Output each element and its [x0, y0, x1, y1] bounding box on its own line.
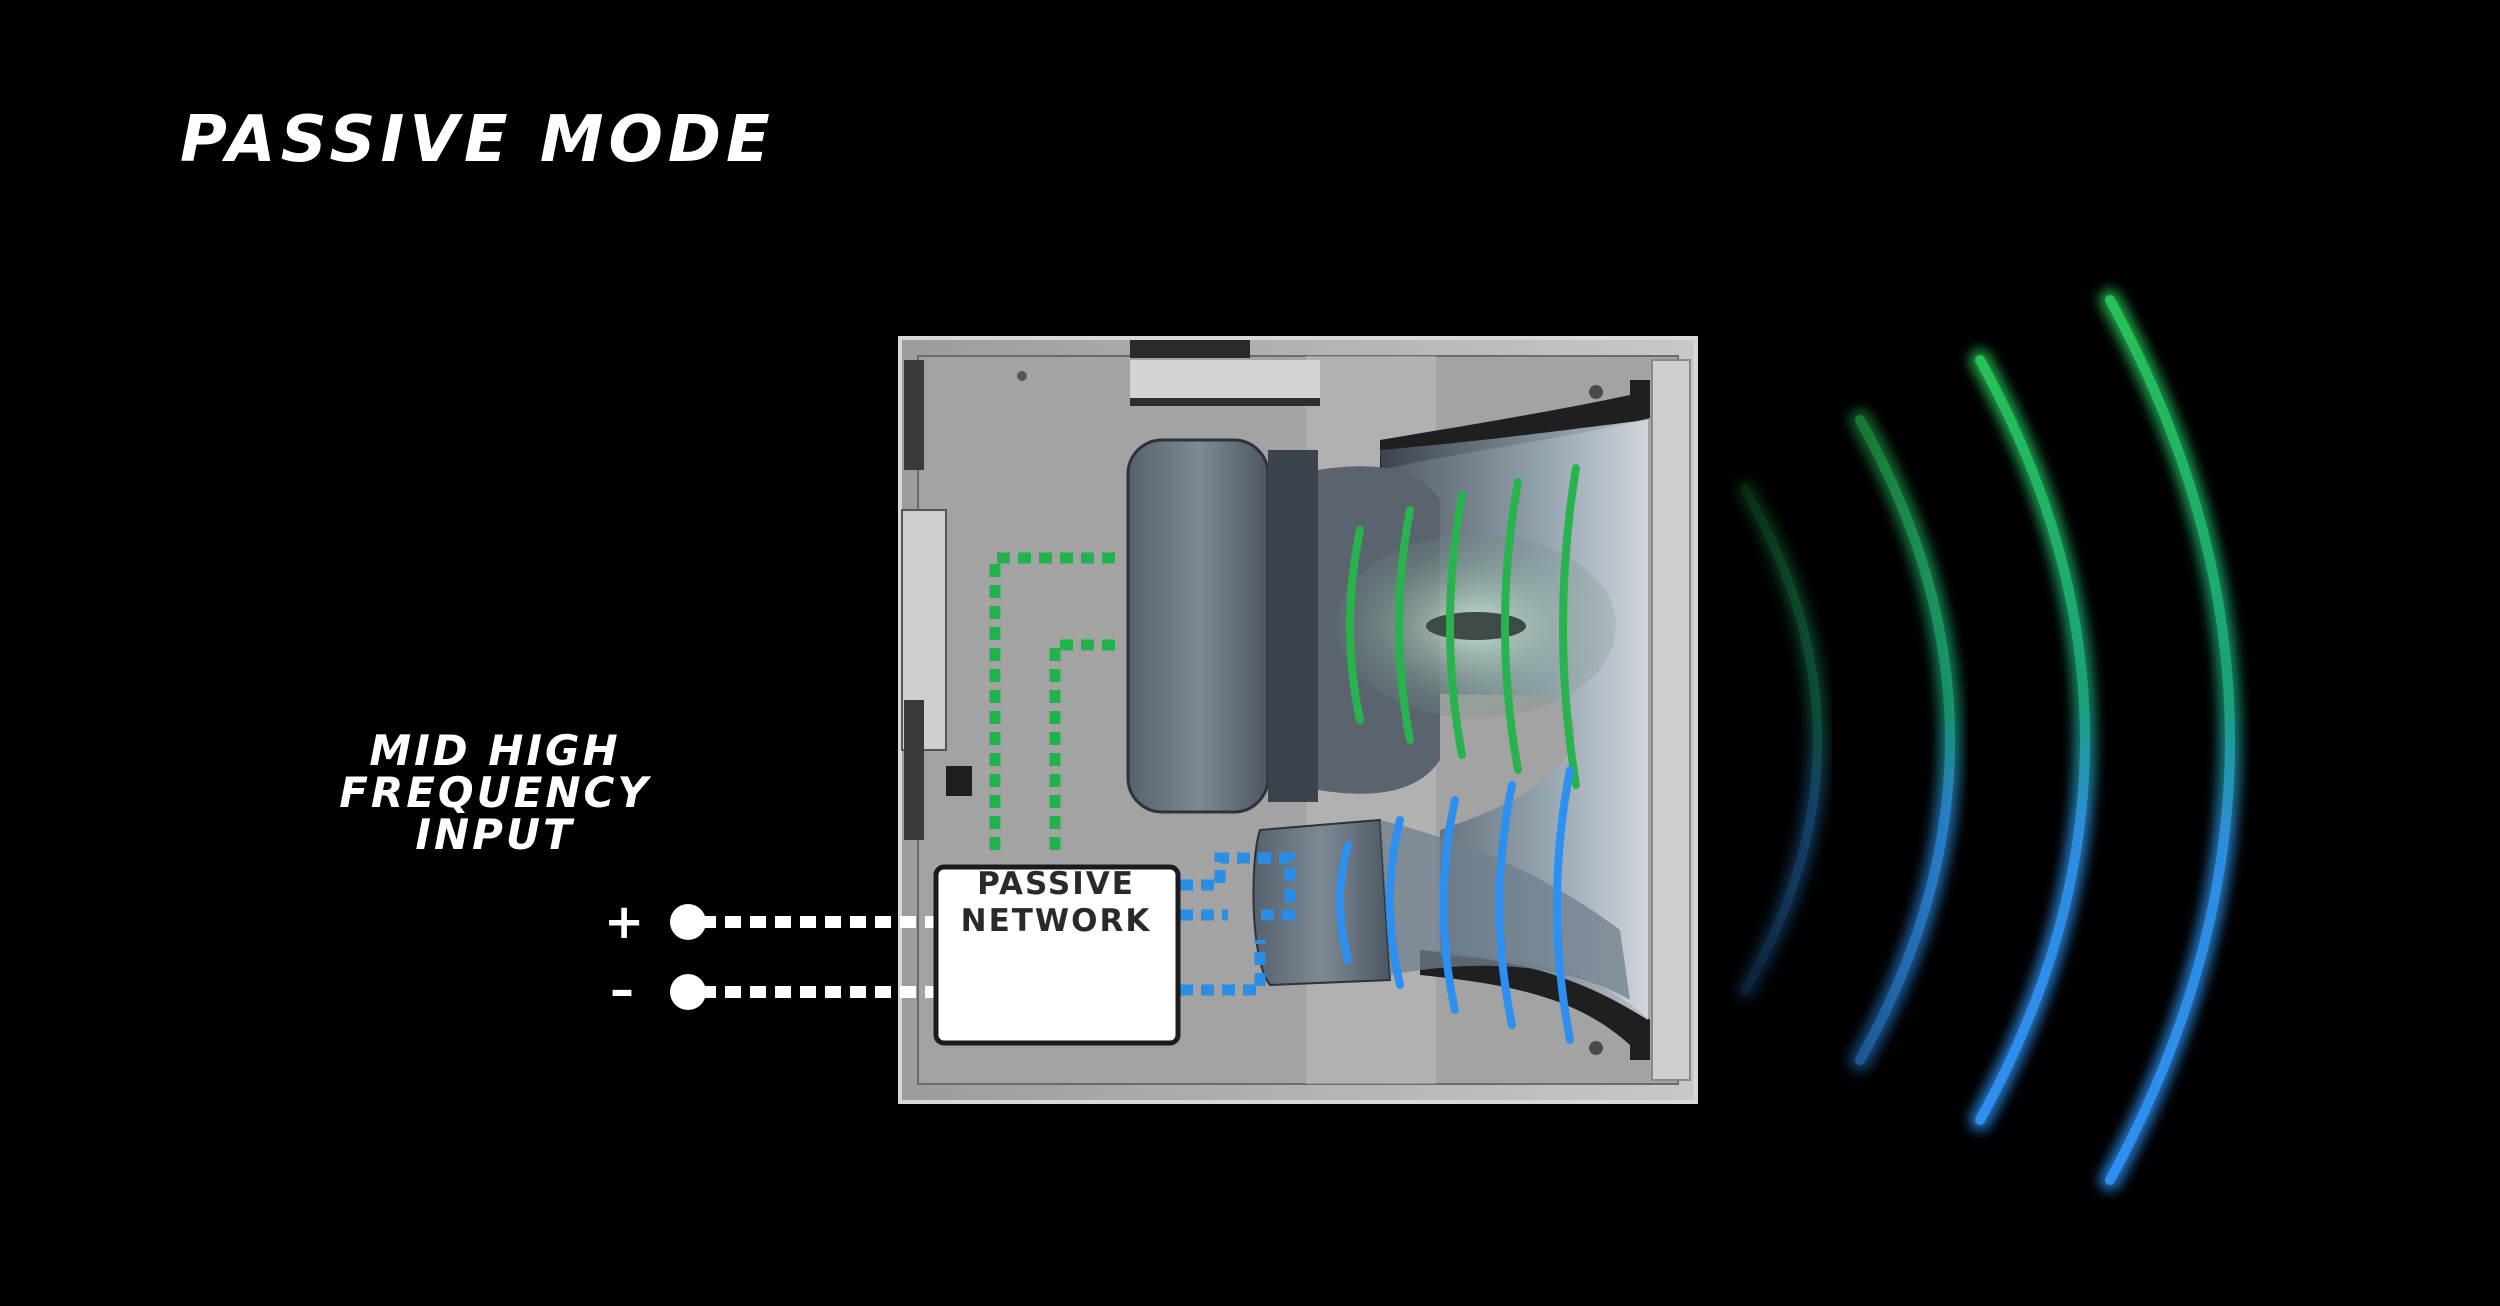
page-title: PASSIVE MODE [180, 103, 775, 177]
hf-wave-arcs [1346, 464, 1580, 789]
mf-wave-arcs [1336, 766, 1574, 1044]
left-rail-bottom [904, 700, 924, 840]
input-terminals [670, 904, 935, 1010]
network-label-line-1: PASSIVE [977, 866, 1135, 902]
top-bracket-shadow [1130, 398, 1320, 406]
sound-waves [1720, 280, 2241, 1200]
hf-path-inner [1049, 639, 1115, 855]
top-bracket [1130, 360, 1320, 400]
hf-signal-path [989, 552, 1115, 855]
hf-arc-4 [1501, 478, 1522, 774]
hf-driver-plate [1268, 450, 1318, 802]
plus-terminal-sign: + [604, 894, 645, 950]
screw-top-right [1589, 385, 1603, 399]
mf-arc-4 [1495, 781, 1516, 1029]
top-slot [1130, 340, 1250, 358]
horn-bottom-flange [1420, 950, 1650, 1060]
hf-driver [1126, 438, 1616, 814]
mf-path-lower [1180, 940, 1266, 996]
front-baffle [1651, 359, 1691, 1081]
wave-fade-overlay [1720, 280, 1980, 1200]
screw-top-left [1017, 371, 1027, 381]
mf-arc-5 [1553, 766, 1574, 1044]
hf-arc-3 [1446, 491, 1466, 759]
hf-path-outer [989, 552, 1115, 855]
mf-arc-3 [1439, 796, 1459, 1014]
mf-signal-path [1180, 852, 1296, 996]
sound-wave-4-core [2105, 295, 2235, 1185]
mid-driver-body [1252, 818, 1392, 987]
passive-network-box [933, 864, 1181, 1046]
mf-path-upper [1180, 852, 1296, 921]
mf-arc-1 [1336, 841, 1352, 964]
hf-driver-magnet [1126, 438, 1270, 814]
hf-arc-1 [1346, 526, 1364, 724]
hf-arc-2 [1395, 506, 1414, 744]
input-label: MID HIGH FREQUENCY INPUT [290, 730, 700, 856]
input-label-line-2: FREQUENCY [339, 768, 651, 817]
hf-arc-5 [1559, 464, 1580, 789]
minus-terminal-sign: – [610, 962, 634, 1018]
cable-clip [946, 766, 972, 796]
screw-bottom-right [1589, 1041, 1603, 1055]
minus-terminal[interactable] [670, 974, 706, 1010]
mf-arc-2 [1386, 816, 1404, 989]
input-label-line-3: INPUT [415, 810, 575, 859]
plus-terminal[interactable] [670, 904, 706, 940]
network-label-line-2: NETWORK [960, 903, 1152, 939]
left-rail-top [904, 360, 924, 470]
passive-network-label: PASSIVE NETWORK [936, 866, 1176, 940]
hf-phase-plug [1426, 612, 1526, 640]
input-label-line-1: MID HIGH [369, 726, 621, 775]
sound-wave-3-core [1975, 355, 2090, 1125]
